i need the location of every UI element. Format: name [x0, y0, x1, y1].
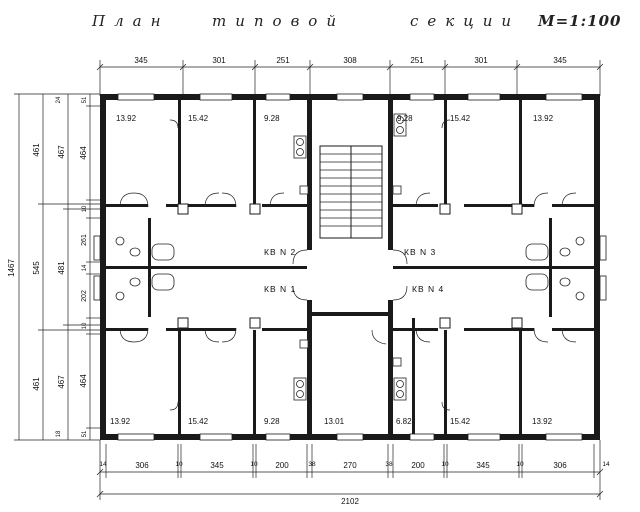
room-area-top-5: 15.42: [450, 114, 471, 123]
left-dim-l2-2: 481: [57, 261, 66, 275]
room-area-bottom-2: 15.42: [188, 417, 209, 426]
title-word-plan: План: [91, 12, 169, 30]
room-area-top-2: 15.42: [188, 114, 209, 123]
left-dim-l3-1: 51: [82, 96, 88, 103]
room-areas-bottom: 13.92 15.42 9.28 13.01 6.82 15.42 13.92: [110, 417, 553, 426]
left-dimension-chains: 1467 461 545 461 467 481 467 51 24 464 1…: [7, 93, 100, 441]
left-dim-l1-3: 461: [32, 377, 41, 391]
bottom-dim-10: 200: [411, 461, 425, 470]
left-dim-l3-11: 51: [82, 430, 88, 437]
bottom-dim-11: 10: [441, 461, 449, 468]
left-dim-l2-1: 467: [57, 145, 66, 159]
room-area-top-3: 9.28: [264, 114, 280, 123]
apartment-labels: КВ N 2 КВ N 3 КВ N 1 КВ N 4: [264, 247, 444, 294]
bottom-dim-1: 14: [99, 461, 107, 468]
bottom-dim-2: 306: [135, 461, 149, 470]
kitchen-fixtures: [293, 113, 407, 401]
windows: [93, 93, 607, 441]
bottom-dim-14: 306: [553, 461, 567, 470]
room-area-bottom-4: 13.01: [324, 417, 345, 426]
left-dim-l1-2: 545: [32, 261, 41, 275]
left-dim-l1-1: 461: [32, 143, 41, 157]
apartment-label-1: КВ N 1: [264, 284, 296, 294]
bottom-dim-5: 10: [250, 461, 258, 468]
top-dim-3: 251: [276, 56, 290, 65]
title-word-section: секции: [410, 12, 520, 30]
room-area-top-1: 13.92: [116, 114, 137, 123]
room-area-bottom-3: 9.28: [264, 417, 280, 426]
left-dim-l3-10: 18: [56, 430, 62, 437]
bottom-dim-7: 38: [308, 461, 316, 468]
apartment-label-2: КВ N 2: [264, 247, 296, 257]
bottom-dim-13: 10: [516, 461, 524, 468]
room-area-bottom-1: 13.92: [110, 417, 131, 426]
drawing-scale: М=1:100: [537, 12, 621, 30]
top-dimension-chain: 345 301 251 308 251 301 345: [96, 56, 604, 96]
bottom-dim-12: 345: [476, 461, 490, 470]
staircase: [319, 145, 383, 239]
bottom-dim-8: 270: [343, 461, 357, 470]
top-dim-5: 251: [410, 56, 424, 65]
apartment-label-4: КВ N 4: [412, 284, 444, 294]
room-area-bottom-7: 13.92: [532, 417, 553, 426]
left-dim-l3-8: 10: [82, 322, 88, 329]
top-dim-4: 308: [343, 56, 357, 65]
vent-shafts: [177, 203, 523, 329]
left-dim-l2-3: 467: [57, 375, 66, 389]
bottom-dim-9: 38: [385, 461, 393, 468]
top-dim-2: 301: [212, 56, 226, 65]
left-dim-l3-3: 464: [79, 146, 88, 160]
bottom-dim-6: 200: [275, 461, 289, 470]
room-area-top-6: 13.92: [533, 114, 554, 123]
bottom-dim-total: 2102: [341, 497, 359, 506]
left-dim-l3-4: 10: [82, 205, 88, 212]
top-dim-7: 345: [553, 56, 567, 65]
left-dim-l3-6: 14: [82, 264, 88, 271]
left-dim-l3-7: 202: [81, 290, 88, 302]
top-dim-6: 301: [474, 56, 488, 65]
bathroom-fixtures: [115, 236, 585, 301]
interior-walls: [106, 100, 594, 434]
room-area-bottom-5: 6.82: [396, 417, 412, 426]
bottom-dim-4: 345: [210, 461, 224, 470]
room-area-bottom-6: 15.42: [450, 417, 471, 426]
left-dim-l3-5: 261: [81, 234, 88, 246]
bottom-dimension-chain: 14 306 10 345 10 200 38 270 38 200 10 34…: [96, 440, 610, 506]
title-word-typical: типовой: [212, 12, 345, 30]
left-dim-l3-9: 464: [79, 374, 88, 388]
door-swings: [119, 119, 577, 411]
plan-title: План типовой секции М=1:100: [91, 12, 621, 30]
bottom-dim-15: 14: [602, 461, 610, 468]
apartment-label-3: КВ N 3: [404, 247, 436, 257]
bottom-dim-3: 10: [175, 461, 183, 468]
left-dim-overall: 1467: [7, 259, 16, 277]
room-areas-top: 13.92 15.42 9.28 9.28 15.42 13.92: [116, 114, 554, 123]
left-dim-l3-2: 24: [56, 96, 62, 103]
top-dim-1: 345: [134, 56, 148, 65]
room-area-top-4: 9.28: [397, 114, 413, 123]
